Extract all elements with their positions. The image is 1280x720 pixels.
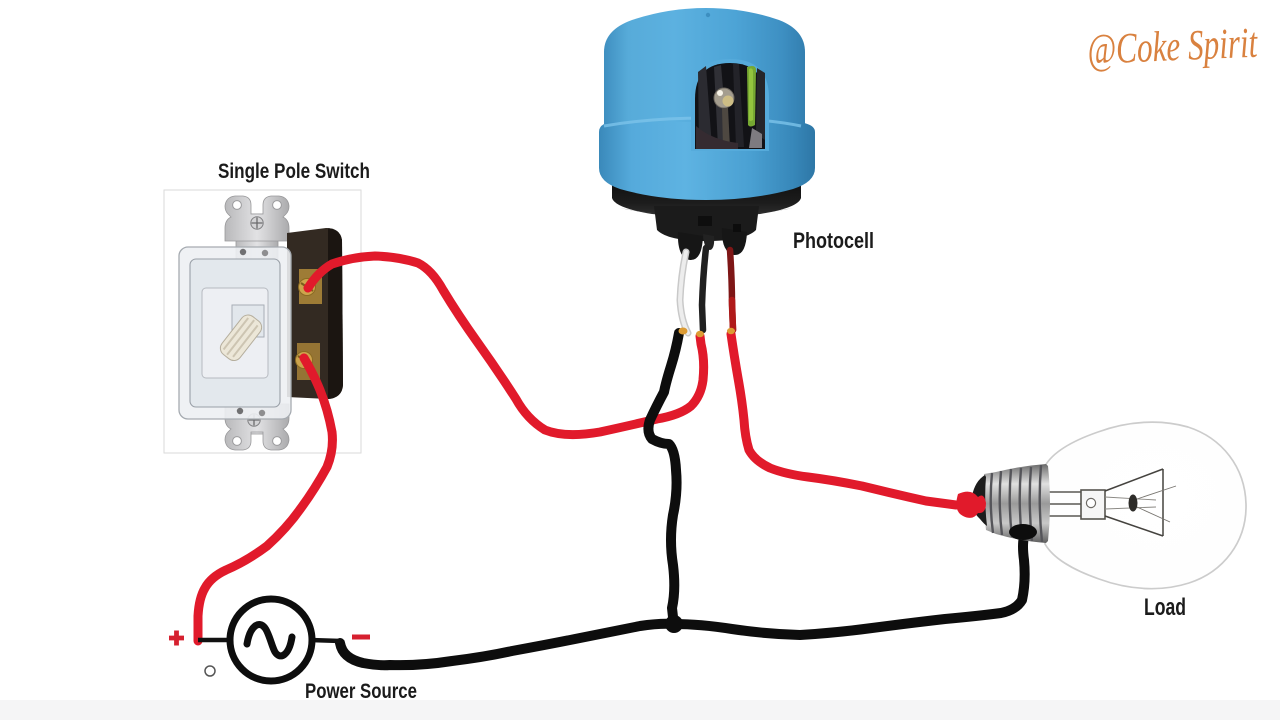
- svg-text:@Coke Spirit: @Coke Spirit: [1086, 20, 1259, 74]
- svg-text:Photocell: Photocell: [793, 228, 874, 253]
- svg-text:Load: Load: [1144, 594, 1186, 621]
- svg-text:Single Pole Switch: Single Pole Switch: [218, 160, 370, 183]
- svg-text:Power Source: Power Source: [305, 680, 417, 703]
